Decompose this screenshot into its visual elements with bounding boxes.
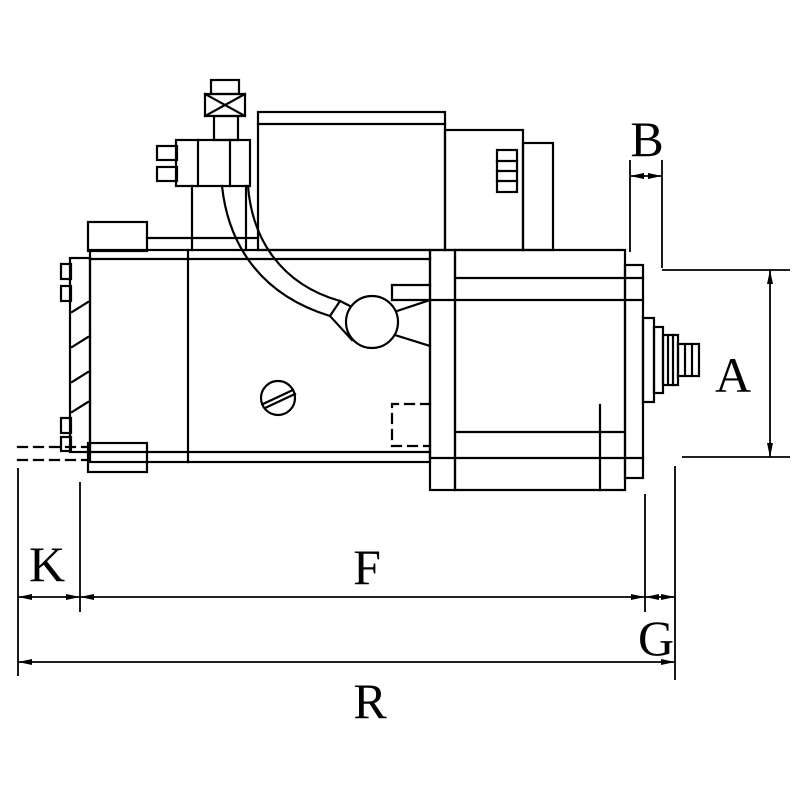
dimension-label-g: G — [638, 610, 674, 666]
dimension-k: K — [18, 536, 80, 600]
drive-housing — [390, 248, 645, 492]
dimension-r: R — [18, 659, 675, 729]
hidden-stud-lines — [16, 445, 90, 462]
output-shaft — [641, 316, 701, 404]
dimension-b: B — [629, 111, 664, 268]
solenoid — [256, 110, 555, 252]
bottom-extension-lines — [17, 466, 676, 680]
terminal-cap — [209, 78, 241, 96]
dimension-label-k: K — [29, 536, 65, 592]
dimension-label-b: B — [630, 111, 663, 167]
mounting-lug-top — [86, 220, 149, 253]
dimension-a: A — [662, 269, 790, 458]
starter-motor-drawing — [16, 78, 701, 492]
dimension-label-r: R — [353, 673, 387, 729]
housing-outline — [453, 248, 627, 492]
housing-end-plate — [623, 263, 645, 480]
dimension-g: G — [638, 594, 675, 666]
commutator-end-cap — [59, 256, 92, 454]
solenoid-end-cap — [443, 128, 525, 252]
screw-head — [259, 379, 297, 417]
dimension-label-f: F — [353, 539, 381, 595]
shaft-nose — [676, 342, 701, 378]
dimension-f: F — [80, 539, 645, 600]
solenoid-body — [256, 110, 447, 252]
yoke-outline — [88, 248, 432, 464]
housing-flange — [428, 248, 457, 492]
terminal-assembly — [155, 78, 252, 252]
terminal-block — [174, 138, 252, 188]
hidden-cutout — [390, 402, 432, 448]
dimensions: B A K F G — [17, 111, 790, 729]
mounting-lug-bottom — [86, 441, 149, 474]
battery-cable — [220, 184, 432, 350]
dimension-label-a: A — [715, 347, 751, 403]
lever-pivot — [344, 294, 400, 350]
shaft-splines — [661, 333, 680, 387]
